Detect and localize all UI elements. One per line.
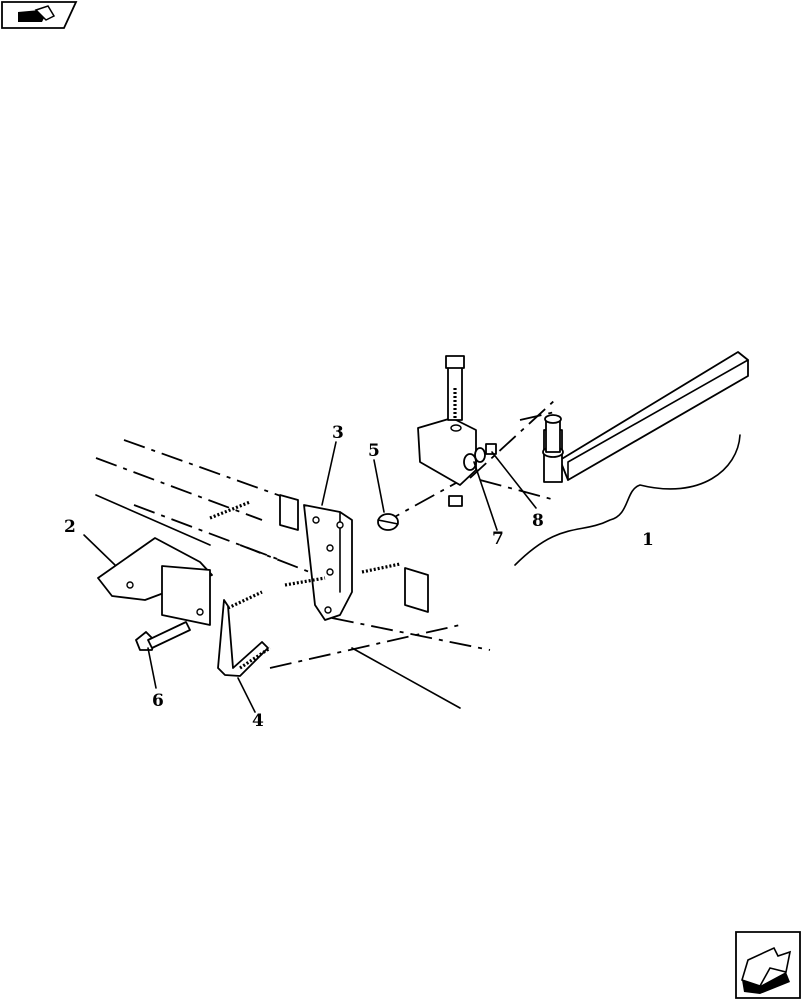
back-to-index-icon[interactable] <box>1 1 78 29</box>
callout-4: 4 <box>252 711 264 731</box>
hitch-block <box>417 355 477 507</box>
frame-rail-lines <box>95 399 556 709</box>
callout-3: 3 <box>332 423 344 443</box>
callout-2: 2 <box>64 517 76 537</box>
callout-8: 8 <box>532 511 544 531</box>
part-6-bolt <box>135 621 191 651</box>
callout-5: 5 <box>368 441 380 461</box>
part-8-pin <box>485 443 497 455</box>
part-7-washer <box>474 447 486 463</box>
next-page-icon[interactable] <box>735 931 801 999</box>
leader-lines <box>83 441 537 713</box>
part-3-plate <box>303 504 353 621</box>
callout-7: 7 <box>492 529 504 549</box>
callout-1: 1 <box>642 530 654 550</box>
part-5-nut <box>377 513 399 531</box>
frame-clip-brackets <box>209 494 429 613</box>
part-1-drawbar <box>514 351 749 566</box>
callout-6: 6 <box>152 691 164 711</box>
part-2-bracket <box>97 537 213 626</box>
part-4-u-bolt <box>217 590 271 677</box>
